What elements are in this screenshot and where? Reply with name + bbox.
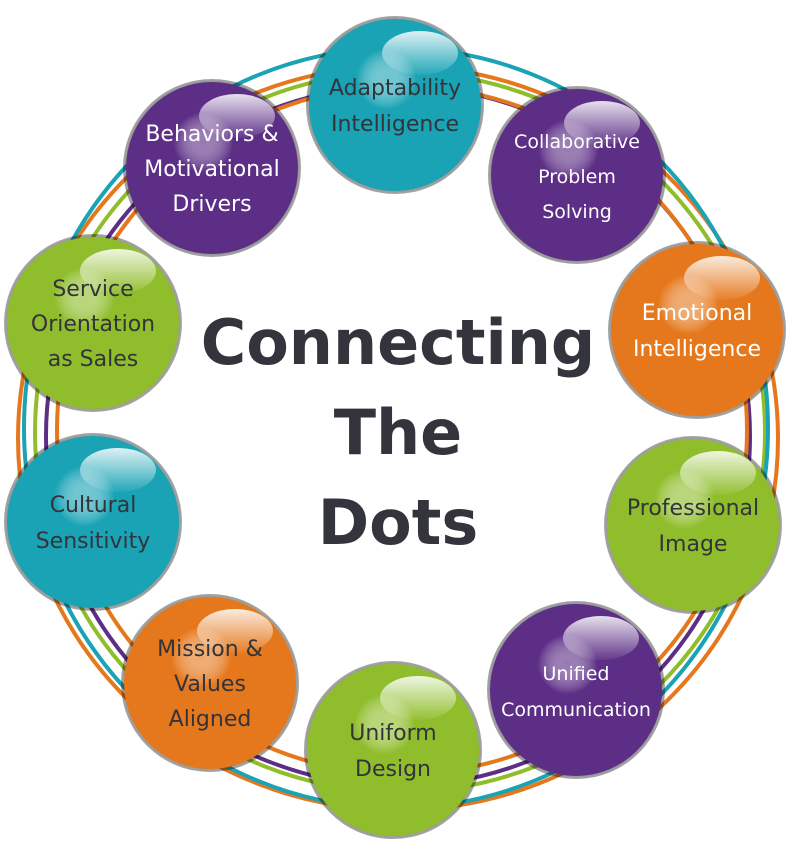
- gloss-highlight: [199, 94, 275, 138]
- dot-label: Intelligence: [331, 112, 459, 137]
- dot-label: Design: [355, 757, 431, 782]
- dots: AdaptabilityIntelligenceCollaborativePro…: [4, 16, 786, 839]
- dot-label: Motivational: [144, 157, 279, 182]
- gloss-highlight: [80, 249, 156, 293]
- dot-label: Professional: [627, 496, 759, 521]
- title-line: Dots: [317, 486, 479, 559]
- dot-label: Mission &: [157, 637, 263, 662]
- gloss-highlight: [563, 616, 639, 660]
- dot-label: Emotional: [642, 301, 753, 326]
- dot-label: Uniform: [349, 721, 436, 746]
- dot-label: Behaviors &: [145, 122, 278, 147]
- dot-label: Values: [174, 672, 246, 697]
- gloss-highlight: [684, 256, 760, 300]
- dot-label: Communication: [501, 699, 651, 721]
- dot-label: Collaborative: [514, 131, 640, 153]
- dot-label: Sensitivity: [36, 529, 151, 554]
- gloss-highlight: [380, 676, 456, 720]
- dot-label: Problem: [538, 166, 616, 188]
- dot-label: Solving: [542, 201, 612, 223]
- dot-label: Cultural: [50, 493, 137, 518]
- dot-label: Orientation: [31, 312, 155, 337]
- dot-label: Aligned: [169, 707, 252, 732]
- dot-label: Intelligence: [633, 337, 761, 362]
- dot-label: Image: [659, 532, 728, 557]
- dot-label: Drivers: [172, 192, 251, 217]
- gloss-highlight: [197, 609, 273, 653]
- dot-label: as Sales: [48, 347, 139, 372]
- dot-label: Adaptability: [329, 76, 461, 101]
- gloss-highlight: [564, 101, 640, 145]
- title-line: Connecting: [200, 306, 596, 379]
- dot-label: Service: [52, 277, 133, 302]
- center-title: Connecting The Dots: [198, 298, 598, 568]
- gloss-highlight: [80, 448, 156, 492]
- gloss-highlight: [382, 31, 458, 75]
- gloss-highlight: [680, 451, 756, 495]
- title-line: The: [333, 396, 463, 469]
- dot-label: Unified: [543, 663, 610, 685]
